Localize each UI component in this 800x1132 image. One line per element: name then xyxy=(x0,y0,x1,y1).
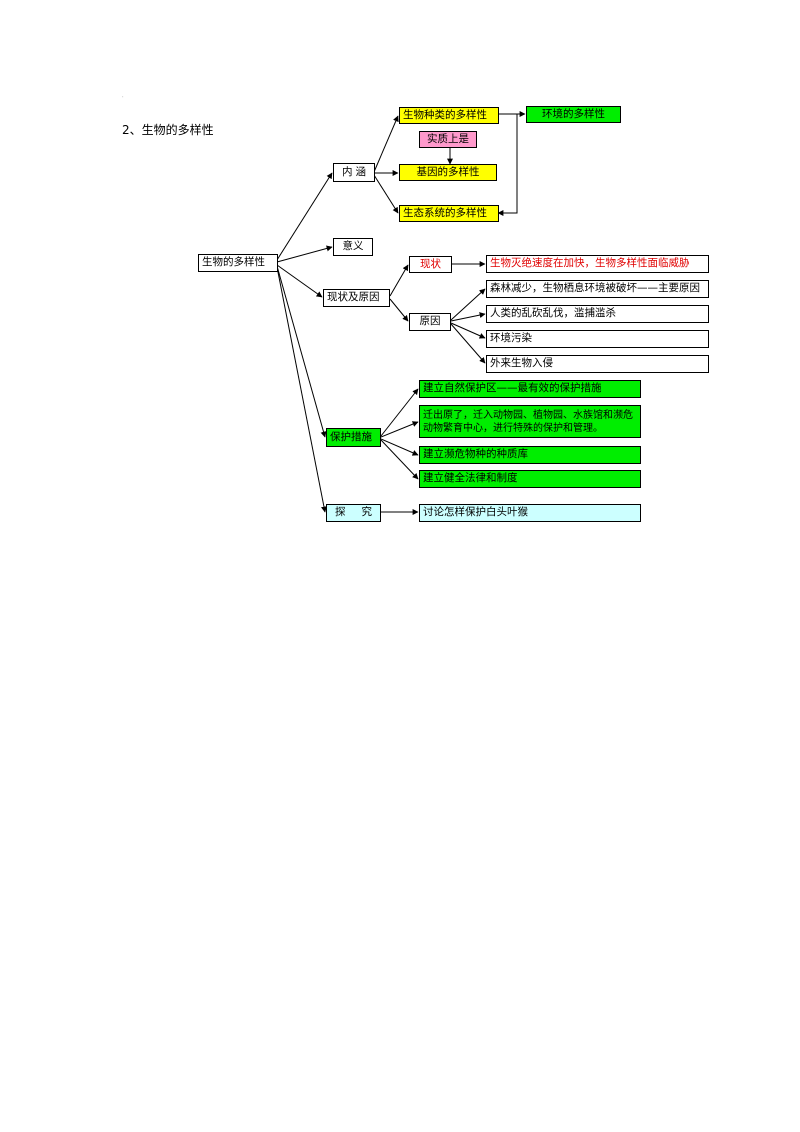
edge-protection-1 xyxy=(380,388,419,437)
edge-protection-3 xyxy=(380,438,419,456)
edge-connotation-ecosystem xyxy=(373,174,399,214)
edge-root-significance xyxy=(276,245,333,263)
node-inquiry: 探 究 xyxy=(326,504,381,522)
section-heading: 2、生物的多样性 xyxy=(122,123,214,137)
edge-root-inquiry xyxy=(276,266,327,513)
node-protection-item-1: 建立自然保护区——最有效的保护措施 xyxy=(419,380,641,398)
edge-protection-2 xyxy=(380,421,419,438)
node-environment-diversity: 环境的多样性 xyxy=(526,106,621,123)
node-inquiry-detail: 讨论怎样保护白头叶猴 xyxy=(419,504,641,522)
node-protection-item-4: 建立健全法律和制度 xyxy=(419,470,641,488)
node-root: 生物的多样性 xyxy=(198,254,278,272)
node-essence: 实质上是 xyxy=(419,131,477,148)
node-inquiry-right: 究 xyxy=(361,506,373,519)
edge-cause-1 xyxy=(450,288,486,321)
node-cause-item-1: 森林减少，生物栖息环境被破坏——主要原因 xyxy=(486,280,709,298)
node-current-status: 现状 xyxy=(409,256,452,273)
edge-protection-4 xyxy=(380,439,419,480)
node-connotation-left: 内 xyxy=(342,165,353,178)
node-cause-item-4: 外来生物入侵 xyxy=(486,355,709,373)
node-cause-item-3: 环境污染 xyxy=(486,330,709,348)
node-causes: 原因 xyxy=(409,313,451,331)
edge-connotation-species xyxy=(373,115,399,173)
node-significance: 意义 xyxy=(333,238,373,256)
edge-status-current xyxy=(389,264,409,297)
node-gene-diversity: 基因的多样性 xyxy=(399,164,497,181)
edge-status-causes xyxy=(389,298,409,322)
node-cause-item-2: 人类的乱砍乱伐，滥捕滥杀 xyxy=(486,305,709,323)
node-protection: 保护措施 xyxy=(326,428,381,447)
node-connotation: 内 涵 xyxy=(333,163,375,182)
corner-mark: ˙ xyxy=(121,96,125,104)
node-status-and-causes: 现状及原因 xyxy=(323,289,390,307)
node-protection-item-2: 迁出原了，迁入动物园、植物园、水族馆和濒危动物繁育中心，进行特殊的保护和管理。 xyxy=(419,405,641,438)
node-protection-item-3: 建立濒危物种的种质库 xyxy=(419,446,641,464)
edge-cause-3 xyxy=(450,322,486,339)
edge-root-protection xyxy=(276,265,327,438)
node-status-detail: 生物灭绝速度在加快，生物多样性面临威胁 xyxy=(486,255,709,273)
node-connotation-right: 涵 xyxy=(355,165,367,178)
node-species-diversity: 生物种类的多样性 xyxy=(399,107,499,124)
edge-cause-2 xyxy=(450,312,486,322)
node-ecosystem-diversity: 生态系统的多样性 xyxy=(399,205,499,222)
edge-root-connotation xyxy=(276,172,333,261)
edge-root-status xyxy=(276,264,323,298)
edge-environment-ecosystem xyxy=(497,114,518,216)
edge-cause-4 xyxy=(450,323,486,364)
node-inquiry-left: 探 xyxy=(335,506,346,519)
